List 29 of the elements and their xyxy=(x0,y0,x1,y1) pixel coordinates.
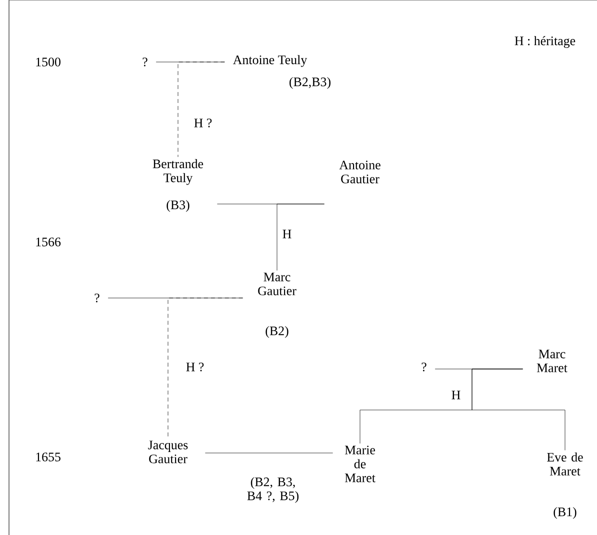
person-name: ? xyxy=(94,294,100,302)
person-name: Marie de Maret xyxy=(344,446,376,482)
person-name: Marc Gautier xyxy=(258,272,296,296)
year-label: 1566 xyxy=(36,238,61,246)
edge-label: H xyxy=(282,230,292,238)
person-name: Antoine Teuly xyxy=(233,55,308,67)
family-line xyxy=(472,368,566,450)
year-label: 1500 xyxy=(36,58,60,66)
person-name: Antoine Gautier xyxy=(339,160,380,184)
edge-label: H ? xyxy=(186,362,204,372)
reference-note: (B1) xyxy=(554,507,576,519)
person-name: Marc Maret xyxy=(536,350,568,372)
family-line xyxy=(178,62,225,158)
person-name: Bertrande Teuly xyxy=(152,159,204,185)
family-line xyxy=(276,204,325,271)
year-label: 1655 xyxy=(36,452,60,462)
person-name: ? xyxy=(142,58,148,66)
person-name: ? xyxy=(422,362,426,372)
reference-note: (B2,B3) xyxy=(290,77,330,89)
reference-note: (B2) xyxy=(266,326,288,338)
reference-note: (B3) xyxy=(166,200,190,212)
edge-label: (B2, B3, B4 ?, B5) xyxy=(247,477,299,503)
family-line xyxy=(168,298,244,439)
edge-label: H xyxy=(452,390,460,400)
person-name: Jacques Gautier xyxy=(148,440,188,464)
person-name: Eve de Maret xyxy=(547,452,583,476)
family-line xyxy=(205,452,334,454)
edge-label: H ? xyxy=(194,118,212,128)
legend-note: H : héritage xyxy=(514,36,576,48)
